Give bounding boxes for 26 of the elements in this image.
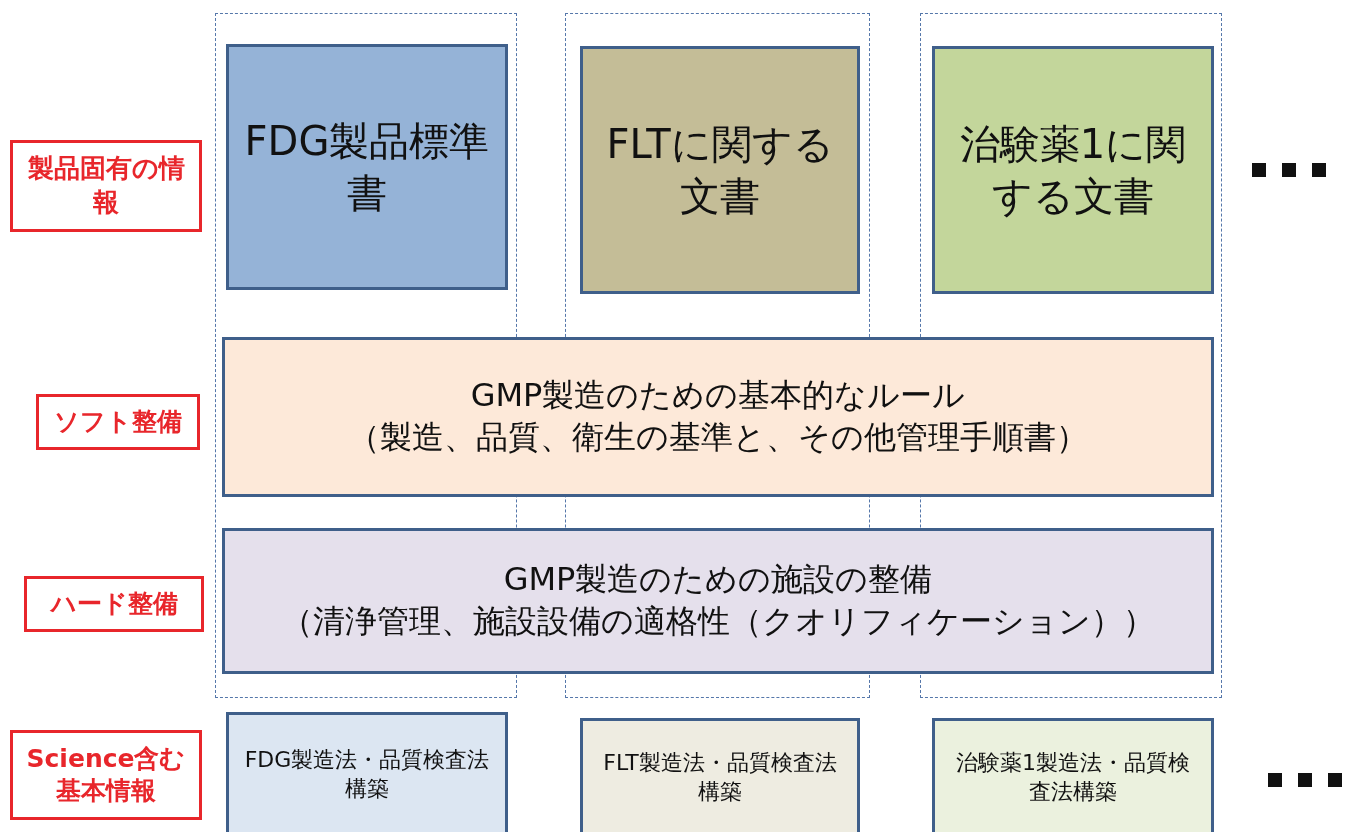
box-text: 治験薬1製造法・品質検査法構築 xyxy=(955,749,1191,806)
content-box xyxy=(580,718,860,832)
content-box xyxy=(222,337,1214,497)
box-text: （製造、品質、衛生の基準と、その他管理手順書） xyxy=(348,417,1088,458)
box-text: （清浄管理、施設設備の適格性（クオリフィケーション）） xyxy=(281,601,1155,642)
content-box xyxy=(226,44,508,290)
row-label: ソフト整備 xyxy=(54,405,182,438)
row-label-box xyxy=(10,140,202,232)
box-text: 治験薬1に関する文書 xyxy=(958,120,1188,221)
box-text: FDG製造法・品質検査法構築 xyxy=(243,746,491,803)
content-box xyxy=(222,528,1214,674)
row-label: 製品固有の情報 xyxy=(26,152,186,219)
box-text: GMP製造のための施設の整備 xyxy=(503,559,933,601)
box-text: FDG製品標準書 xyxy=(243,117,491,218)
content-box xyxy=(226,712,508,832)
row-label-box xyxy=(36,394,200,450)
box-text: GMP製造のための基本的なルール xyxy=(470,375,966,417)
box-text: FLT製造法・品質検査法構築 xyxy=(602,749,838,806)
content-box xyxy=(932,46,1214,294)
row-label: Science含む基本情報 xyxy=(25,742,187,807)
row-label-box xyxy=(10,730,202,820)
row-label: ハード整備 xyxy=(50,587,178,620)
row-label-box xyxy=(24,576,204,632)
content-box xyxy=(932,718,1214,832)
content-box xyxy=(580,46,860,294)
box-text: FLTに関する文書 xyxy=(605,120,835,221)
